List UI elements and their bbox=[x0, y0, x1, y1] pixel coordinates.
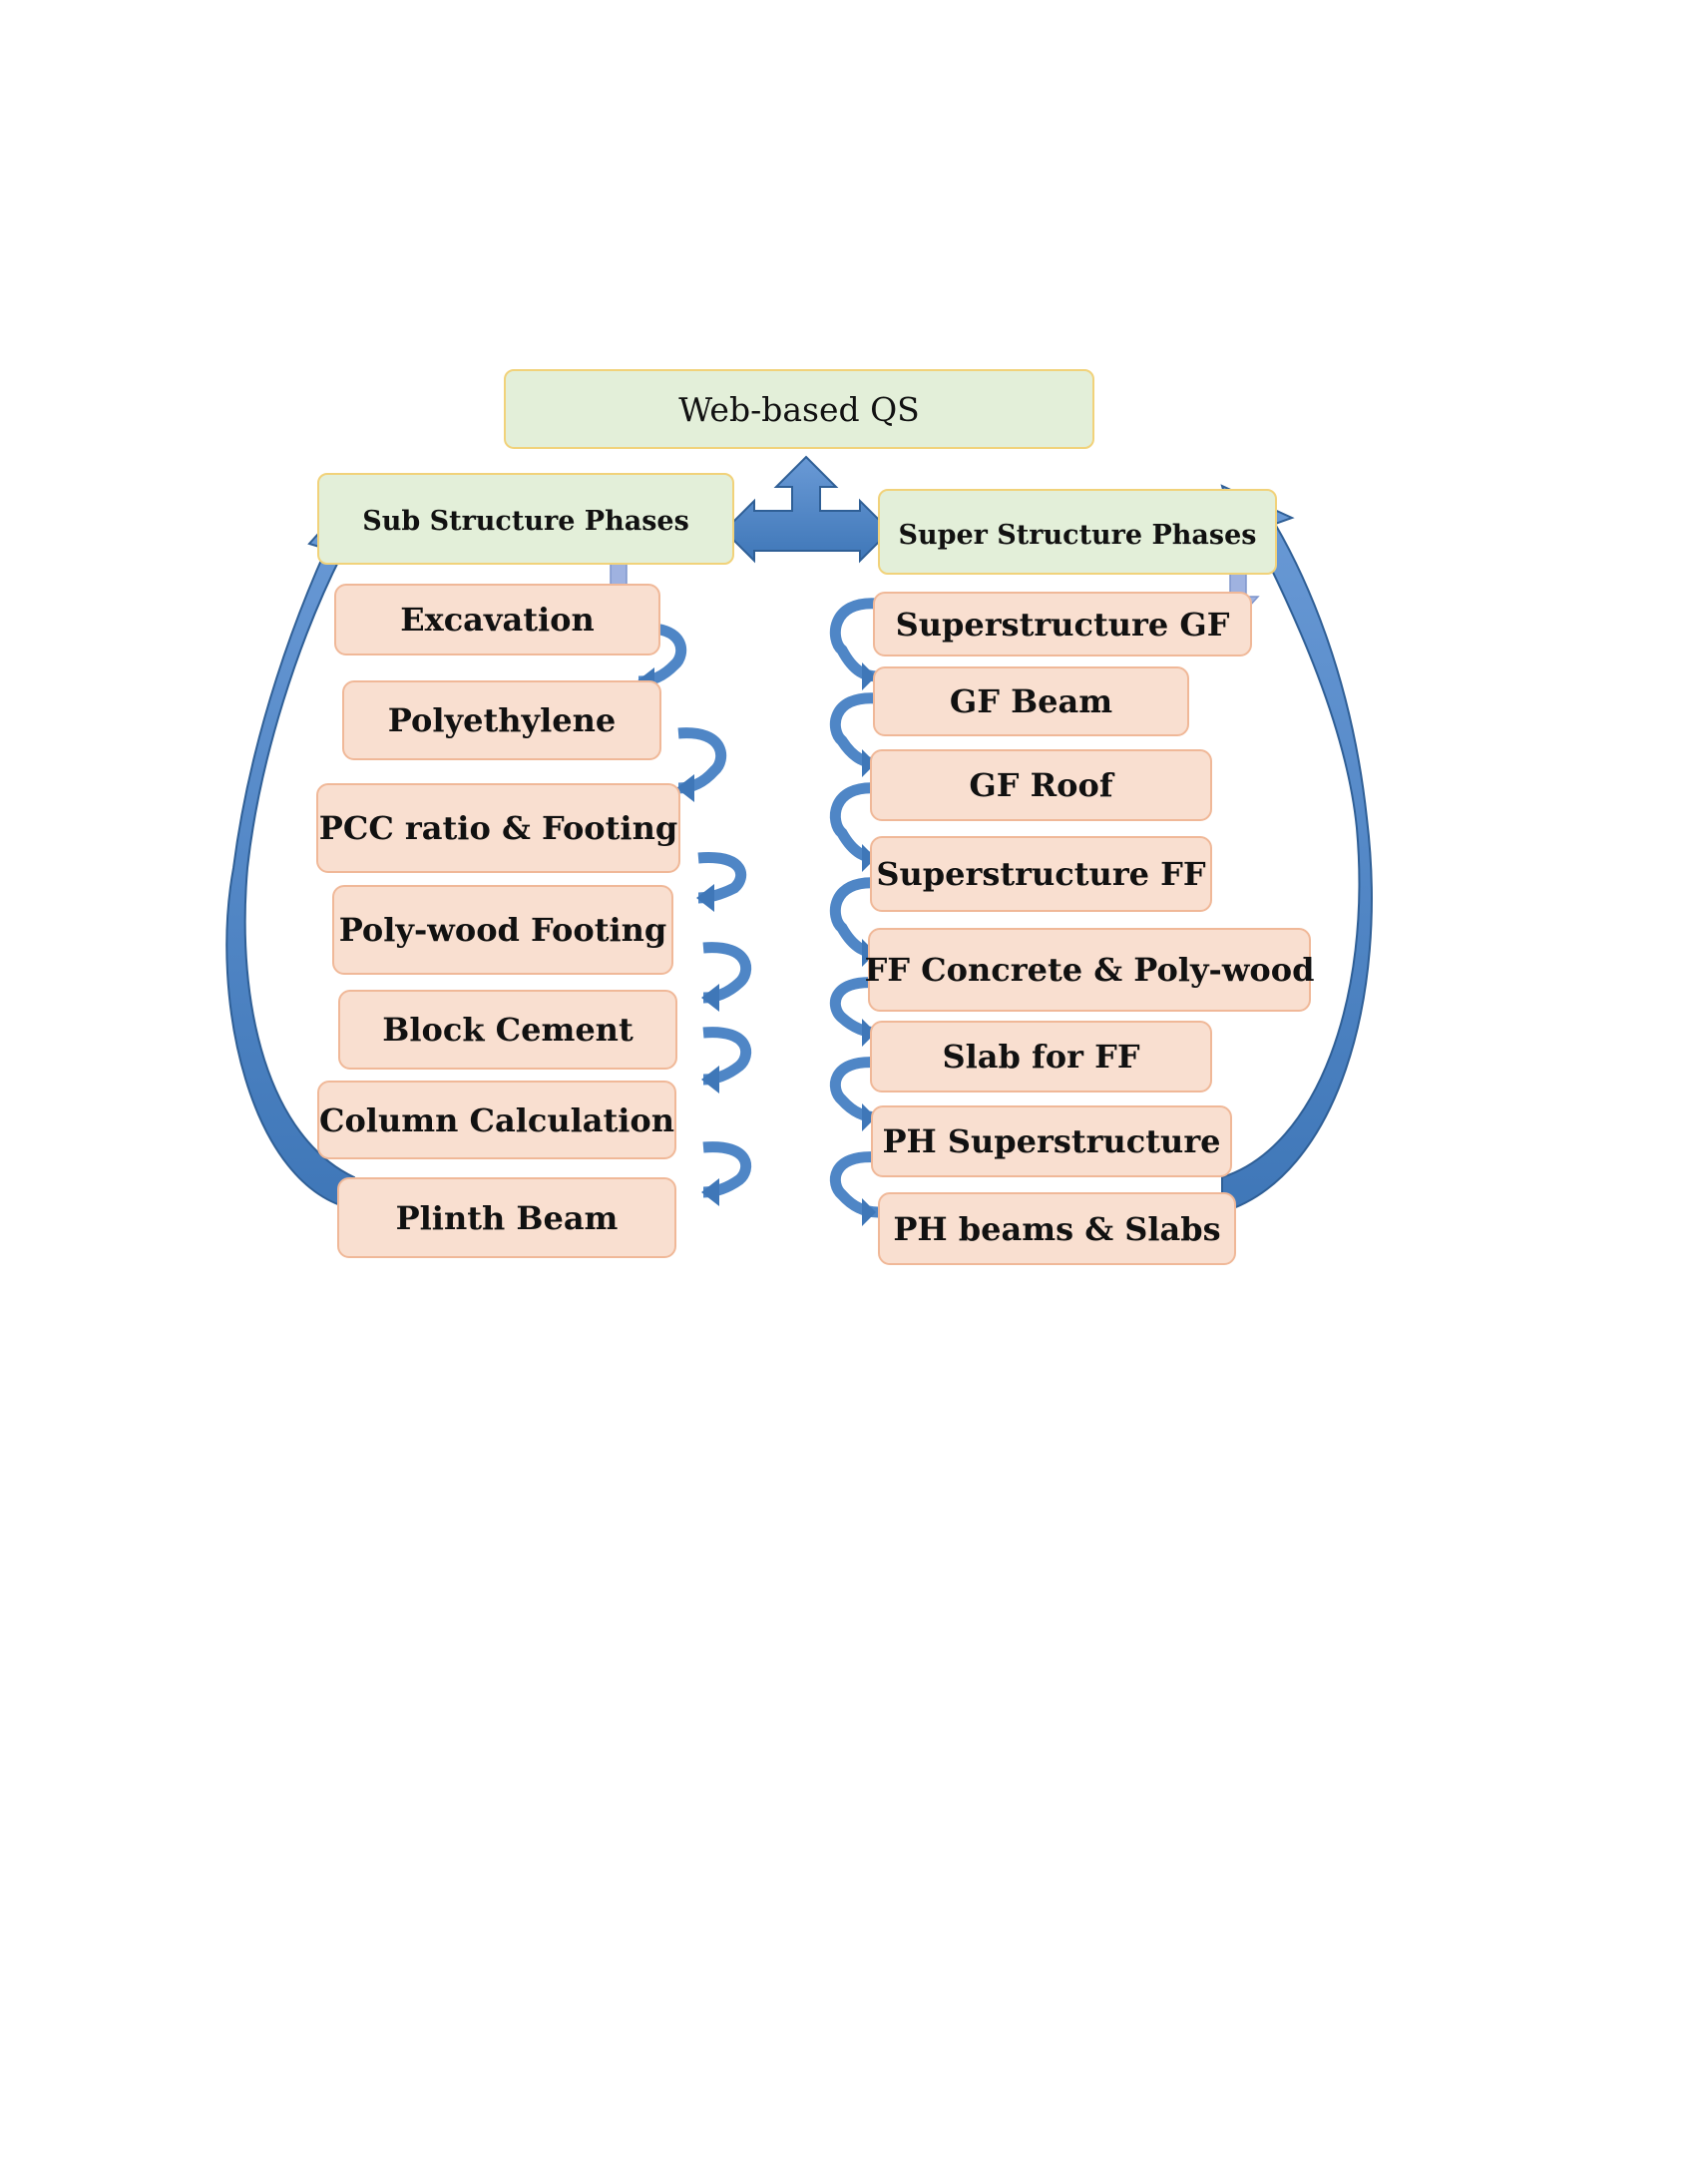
super-step-superstructure-gf: Superstructure GF bbox=[873, 592, 1252, 656]
step-label: Excavation bbox=[400, 601, 595, 639]
sub-step-column-calculation: Column Calculation bbox=[317, 1081, 676, 1159]
left-curl-arrows bbox=[636, 623, 752, 1206]
super-step-ph-superstructure: PH Superstructure bbox=[871, 1105, 1232, 1177]
step-label: GF Roof bbox=[969, 766, 1113, 804]
step-label: GF Beam bbox=[949, 682, 1113, 720]
sub-structure-title: Sub Structure Phases bbox=[362, 505, 689, 537]
curl-arrow-head bbox=[696, 884, 714, 912]
root-node: Web-based QS bbox=[504, 369, 1094, 449]
curl-arrow bbox=[702, 1027, 752, 1086]
step-label: Superstructure GF bbox=[895, 605, 1230, 644]
curl-arrow bbox=[702, 1141, 752, 1198]
sub-step-plinth-beam: Plinth Beam bbox=[337, 1177, 676, 1258]
super-structure-title: Super Structure Phases bbox=[898, 519, 1257, 551]
curl-arrow-head bbox=[701, 1066, 719, 1093]
sub-step-poly-wood-footing: Poly-wood Footing bbox=[332, 885, 673, 975]
curl-arrow bbox=[829, 598, 879, 682]
curl-arrow-head bbox=[862, 1103, 876, 1131]
sub-step-excavation: Excavation bbox=[334, 584, 660, 655]
step-label: Superstructure FF bbox=[876, 855, 1206, 893]
super-step-superstructure-ff: Superstructure FF bbox=[870, 836, 1212, 912]
curl-arrow-head bbox=[862, 844, 876, 872]
super-step-ph-beams-slabs: PH beams & Slabs bbox=[878, 1192, 1236, 1265]
curl-arrow-head bbox=[862, 1019, 876, 1047]
step-label: Polyethylene bbox=[387, 701, 617, 739]
sub-step-block-cement: Block Cement bbox=[338, 990, 677, 1070]
curl-arrow-head bbox=[862, 1198, 876, 1226]
step-label: Column Calculation bbox=[318, 1100, 675, 1139]
sub-structure-phase-node: Sub Structure Phases bbox=[317, 473, 734, 565]
curl-arrow-head bbox=[701, 984, 719, 1012]
step-label: PH beams & Slabs bbox=[893, 1209, 1221, 1248]
step-label: Poly-wood Footing bbox=[338, 911, 667, 949]
curl-arrow-head bbox=[676, 774, 694, 802]
super-step-slab-for-ff: Slab for FF bbox=[870, 1021, 1212, 1092]
sub-step-pcc-ratio-footing: PCC ratio & Footing bbox=[316, 783, 680, 873]
sub-step-polyethylene: Polyethylene bbox=[342, 680, 661, 760]
step-label: FF Concrete & Poly-wood bbox=[864, 951, 1315, 989]
curl-arrow bbox=[677, 727, 727, 794]
root-label: Web-based QS bbox=[678, 389, 920, 429]
step-label: Block Cement bbox=[382, 1011, 634, 1049]
super-step-ff-concrete-poly-wood: FF Concrete & Poly-wood bbox=[865, 928, 1314, 1012]
super-structure-phase-node: Super Structure Phases bbox=[878, 489, 1277, 575]
curl-arrow bbox=[702, 942, 752, 1004]
step-label: Slab for FF bbox=[942, 1038, 1140, 1076]
step-label: Plinth Beam bbox=[395, 1198, 619, 1237]
curl-arrow-head bbox=[862, 749, 876, 777]
step-label: PH Superstructure bbox=[882, 1122, 1221, 1160]
curl-arrow-head bbox=[862, 662, 876, 690]
branch-arrow-icon bbox=[722, 455, 892, 564]
super-step-gf-roof: GF Roof bbox=[870, 749, 1212, 821]
curl-arrow-head bbox=[701, 1178, 719, 1206]
super-step-gf-beam: GF Beam bbox=[873, 666, 1189, 736]
step-label: PCC ratio & Footing bbox=[318, 809, 678, 847]
